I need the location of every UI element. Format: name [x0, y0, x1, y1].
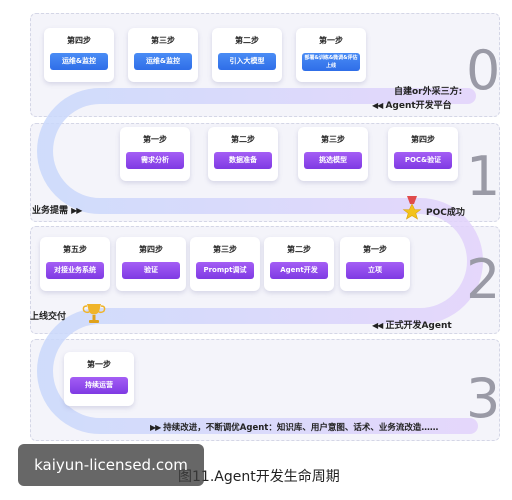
step-card: 第四步 POC&验证	[388, 127, 458, 181]
step-title: 第四步	[411, 135, 435, 144]
step-card: 第四步 运维&监控	[44, 28, 114, 82]
step-title: 第一步	[363, 245, 387, 254]
step-title: 第一步	[143, 135, 167, 144]
phase-number: 1	[466, 145, 501, 208]
step-label: 需求分析	[126, 152, 184, 169]
step-card: 第一步 部署&训练&微调&评估上线	[296, 28, 366, 82]
step-title: 第三步	[213, 245, 237, 254]
star-medal-icon	[402, 196, 422, 220]
step-card: 第三步 挑选模型	[298, 127, 368, 181]
step-title: 第二步	[235, 36, 259, 45]
step-title: 第一步	[319, 36, 343, 45]
step-card: 第二步 Agent开发	[264, 237, 334, 291]
step-card: 第三步 Prompt调试	[190, 237, 260, 291]
step-card: 第一步 需求分析	[120, 127, 190, 181]
step-label: 部署&训练&微调&评估上线	[302, 53, 360, 71]
milestone-label-text: 持续改进，不断调优Agent：知识库、用户意图、话术、业务流改造……	[163, 423, 439, 433]
start-label: ◀◀ 正式开发Agent	[372, 318, 452, 331]
milestone-label: POC成功	[426, 208, 465, 218]
step-title: 第一步	[87, 360, 111, 369]
phase-number: 2	[466, 248, 501, 311]
step-label: 验证	[122, 262, 180, 279]
step-label: 运维&监控	[134, 53, 192, 70]
trophy-icon	[82, 304, 106, 323]
start-label: 业务提需 ▶▶	[32, 203, 83, 216]
phase-number: 3	[466, 367, 501, 430]
step-label: 引入大模型	[218, 53, 276, 70]
forward-arrow-icon: ▶▶	[71, 206, 82, 215]
step-card: 第二步 引入大模型	[212, 28, 282, 82]
phase-number: 0	[466, 39, 501, 102]
watermark: kaiyun-licensed.com	[18, 444, 204, 486]
step-label: 立项	[346, 262, 404, 279]
step-title: 第二步	[231, 135, 255, 144]
milestone-label-line2: ◀◀ Agent开发平台	[372, 98, 452, 111]
step-title: 第四步	[139, 245, 163, 254]
milestone-label: 上线交付	[30, 312, 67, 322]
step-label: POC&验证	[394, 152, 452, 169]
step-title: 第二步	[287, 245, 311, 254]
forward-arrow-icon: ▶▶	[150, 423, 161, 432]
step-card: 第一步 立项	[340, 237, 410, 291]
step-label: 运维&监控	[50, 53, 108, 70]
milestone-label: 自建or外采三方:	[394, 87, 463, 97]
step-title: 第五步	[63, 245, 87, 254]
step-card: 第二步 数据准备	[208, 127, 278, 181]
step-label: 对接业务系统	[46, 262, 104, 279]
back-arrow-icon: ◀◀	[372, 321, 383, 330]
start-label-text: 正式开发Agent	[385, 321, 452, 331]
step-title: 第三步	[151, 36, 175, 45]
figure-caption: 图11.Agent开发生命周期	[178, 469, 340, 485]
step-title: 第三步	[321, 135, 345, 144]
step-card: 第一步 持续运营	[64, 352, 134, 406]
step-label: 挑选模型	[304, 152, 362, 169]
step-label: Agent开发	[270, 262, 328, 279]
step-card: 第四步 验证	[116, 237, 186, 291]
step-label: Prompt调试	[196, 262, 254, 279]
back-arrow-icon: ◀◀	[372, 101, 383, 110]
step-card: 第三步 运维&监控	[128, 28, 198, 82]
step-label: 数据准备	[214, 152, 272, 169]
step-title: 第四步	[67, 36, 91, 45]
milestone-label-text: Agent开发平台	[385, 101, 452, 111]
start-label-text: 业务提需	[32, 206, 69, 216]
step-card: 第五步 对接业务系统	[40, 237, 110, 291]
milestone-label: ▶▶ 持续改进，不断调优Agent：知识库、用户意图、话术、业务流改造……	[150, 421, 438, 433]
step-label: 持续运营	[70, 377, 128, 394]
